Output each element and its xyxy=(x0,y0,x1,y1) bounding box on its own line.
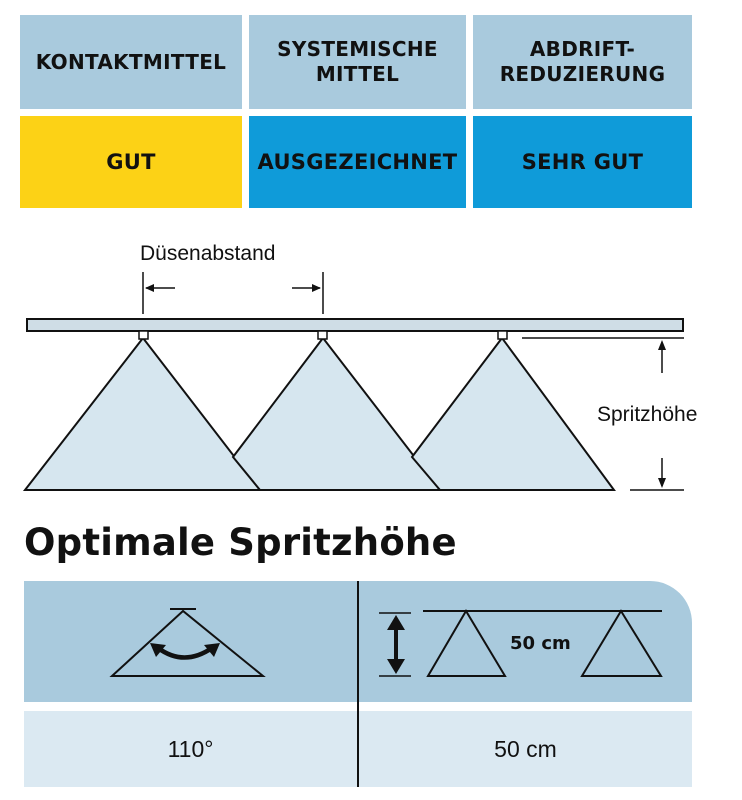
header-abdrift-line1: ABDRIFT- xyxy=(529,37,636,61)
rating-kontaktmittel: GUT xyxy=(20,116,242,208)
spray-height-illustration xyxy=(379,609,663,677)
header-kontaktmittel: KONTAKTMITTEL xyxy=(20,15,242,109)
spray-angle-illustration xyxy=(109,608,266,677)
angle-spray-cone xyxy=(109,609,266,677)
optimal-height-title: Optimale Spritzhöhe xyxy=(24,521,457,564)
nozzle-1 xyxy=(138,330,149,340)
nozzle-spacing-label: Düsenabstand xyxy=(140,242,276,265)
rating-abdrift-text: SEHR GUT xyxy=(521,149,644,174)
height-value-text: 50 cm xyxy=(494,735,557,762)
rating-systemische-mittel: AUSGEZEICHNET xyxy=(249,116,466,208)
nozzle-3 xyxy=(497,330,508,340)
spray-boom xyxy=(26,318,684,332)
header-systemische-line1: SYSTEMISCHE xyxy=(277,37,438,61)
height-cone-left xyxy=(426,609,507,677)
header-kontaktmittel-text: KONTAKTMITTEL xyxy=(35,49,227,74)
header-systemische-line2: MITTEL xyxy=(315,62,400,86)
spray-cone-1 xyxy=(22,336,263,491)
header-systemische-mittel: SYSTEMISCHE MITTEL xyxy=(249,15,466,109)
height-cone-right xyxy=(580,609,663,677)
angle-value: 110° xyxy=(24,711,357,787)
spray-height-label: Spritzhöhe xyxy=(597,403,698,426)
rating-systemische-text: AUSGEZEICHNET xyxy=(257,149,458,174)
panel-divider xyxy=(357,581,359,787)
spray-cone-3 xyxy=(410,336,616,491)
nozzle-2 xyxy=(317,330,328,340)
rating-kontaktmittel-text: GUT xyxy=(106,149,156,174)
nozzle-diagram: Düsenabstand Spritzhöhe xyxy=(0,230,742,505)
nozzle-diagram-svg xyxy=(22,272,684,491)
curved-double-arrow-icon xyxy=(156,646,214,660)
header-abdrift-line2: REDUZIERUNG xyxy=(499,62,666,86)
spray-cone-2 xyxy=(231,336,443,491)
angle-value-text: 110° xyxy=(167,735,214,762)
height-value: 50 cm xyxy=(359,711,692,787)
height-value-label: 50 cm xyxy=(510,633,571,654)
rating-abdrift-reduzierung: SEHR GUT xyxy=(473,116,692,208)
rating-table: KONTAKTMITTEL SYSTEMISCHE MITTEL ABDRIFT… xyxy=(20,15,692,208)
header-abdrift-reduzierung: ABDRIFT- REDUZIERUNG xyxy=(473,15,692,109)
optimal-height-panel: 50 cm 110° 50 cm xyxy=(24,581,692,787)
